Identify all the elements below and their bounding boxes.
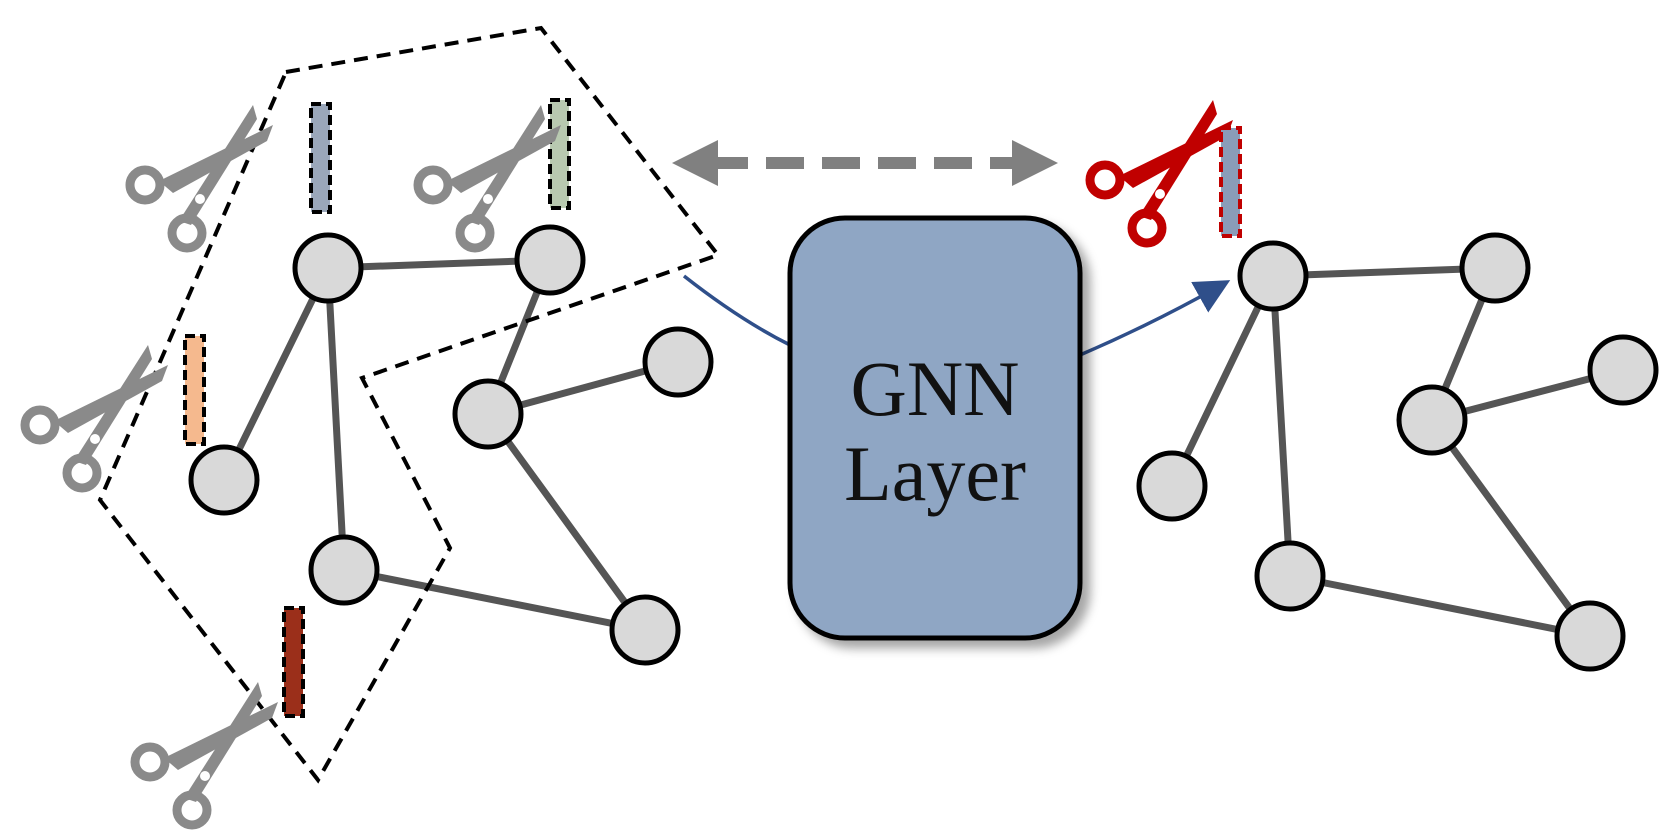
graph-node	[452, 378, 524, 450]
scissors-icon	[130, 105, 273, 248]
gnn-label-line1: GNN	[851, 345, 1020, 432]
gnn-layer-box: GNN Layer	[787, 215, 1083, 641]
feature-bars	[183, 98, 571, 718]
graph-node	[1554, 600, 1626, 672]
graph-node	[1459, 232, 1531, 304]
gnn-label-line2: Layer	[844, 430, 1026, 517]
graph-node	[642, 326, 714, 398]
feature-bar-green	[548, 98, 571, 210]
feature-bar-orange	[183, 334, 206, 446]
graph-node	[188, 444, 260, 516]
scissors-icon	[1090, 100, 1233, 243]
scissors-icon	[25, 345, 168, 488]
graph-node	[308, 534, 380, 606]
graph-node	[514, 224, 586, 296]
feature-bar-blue	[309, 102, 332, 214]
output-feature-bar	[1219, 126, 1242, 238]
graph-node	[1396, 384, 1468, 456]
input-arrow	[682, 274, 791, 347]
left-graph-edges	[220, 256, 682, 634]
feature-bar-red	[282, 606, 305, 718]
right-graph-edges	[1168, 264, 1627, 640]
graph-node	[1254, 540, 1326, 612]
scissors-icon	[135, 682, 278, 825]
output-arrow	[1079, 280, 1231, 357]
graph-node	[609, 594, 681, 666]
right-graph-nodes	[1136, 232, 1659, 672]
bidirectional-arrow	[672, 140, 1058, 186]
left-graph-nodes	[188, 224, 714, 666]
graph-node	[1237, 240, 1309, 312]
neighborhood-boundary	[97, 25, 722, 784]
graph-node	[1587, 334, 1659, 406]
graph-node	[292, 232, 364, 304]
graph-node	[1136, 450, 1208, 522]
